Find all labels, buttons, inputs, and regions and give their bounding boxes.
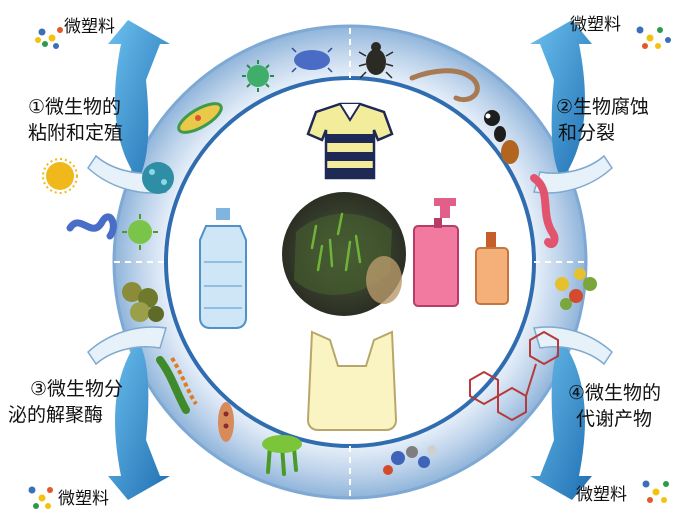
dashed-dividers [114,28,586,498]
fungus-icon [218,402,234,442]
spiky-virus-icon [122,214,158,250]
microplastic-dots-top-left [35,27,63,49]
algae-icon [156,356,198,414]
corner-label-bottom-right: 微塑料 [576,485,627,505]
microplastic-dots-bottom-right [642,480,669,503]
step-2-line-2: 和分裂 [558,122,616,144]
step-1-label: ①微生物的 粘附和定殖 [28,94,123,146]
microplastic-dots-bottom-left [28,486,53,509]
step-4-line-2: 代谢产物 [576,408,653,430]
step-1-line-2: 粘附和定殖 [28,122,124,144]
coccus-icon [142,162,174,194]
ant-icon [484,110,519,164]
step-3-label: ③微生物分 泌的解聚酶 [8,376,123,428]
tshirt-icon [306,102,394,180]
corner-label-top-left: 微塑料 [64,17,115,37]
soil-photo [282,192,406,316]
step-1-line-1: ①微生物的 [28,96,122,118]
step-2-label: ②生物腐蚀 和分裂 [556,94,649,146]
microplastic-dots-top-right [636,26,671,49]
corner-label-bottom-left: 微塑料 [58,489,109,509]
virus-icon [242,60,274,92]
beetle-icon [358,42,394,79]
step-3-line-1: ③微生物分 [30,378,124,400]
molecule-icon [555,268,597,310]
pollen-icon [42,158,78,194]
worm-icon [409,68,480,102]
cell-cluster-icon [122,282,164,322]
chemical-structure-icon [469,330,559,422]
arrow-bottom-left [87,326,170,500]
earthworm-icon [530,174,559,248]
step-4-label: ④微生物的 代谢产物 [568,380,661,432]
step-4-line-1: ④微生物的 [568,382,662,404]
plastic-bag-icon [306,330,398,431]
water-bottle-icon [199,208,247,329]
step-3-line-2: 泌的解聚酶 [8,404,104,426]
paramecium-icon [177,102,223,134]
corner-label-top-right: 微塑料 [570,15,621,35]
mold-icon [262,435,302,476]
amino-acid-model-icon [383,445,437,475]
bacterium-icon [291,47,333,73]
step-2-line-1: ②生物腐蚀 [556,96,650,118]
pump-bottle-icon [413,198,459,307]
spirillum-icon [66,213,117,240]
lotion-bottle-icon [475,232,509,305]
